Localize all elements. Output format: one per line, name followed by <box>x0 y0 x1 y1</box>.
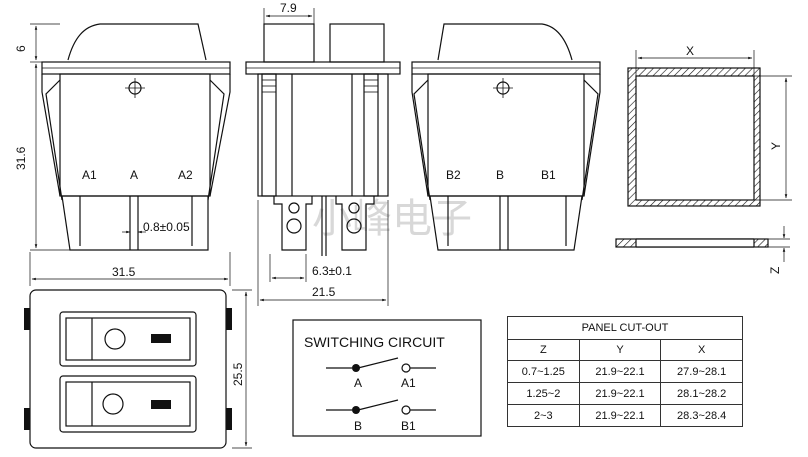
dim-25-5: 25.5 <box>231 362 245 386</box>
front-view: A1 A A2 0.8±0.05 <box>41 23 231 251</box>
switching-circuit: SWITCHING CIRCUIT A A1 B B1 <box>292 319 482 437</box>
side-view: 7.9 6.3±0.1 21.5 <box>245 1 401 306</box>
rear-view: B2 B B1 <box>411 23 601 251</box>
dim-7-9: 7.9 <box>280 1 297 15</box>
terminal-label-b: B <box>496 168 504 182</box>
dim-6: 6 <box>14 45 28 52</box>
circuit-label-a: A <box>354 376 362 390</box>
table-title: PANEL CUT-OUT <box>507 316 743 340</box>
dim-x: X <box>686 44 694 58</box>
table-row: 1.25~2 21.9~22.1 28.1~28.2 <box>507 382 743 405</box>
dim-z: Z <box>768 267 782 274</box>
table-cell: 27.9~28.1 <box>660 360 743 383</box>
dim-0-8: 0.8±0.05 <box>143 220 190 234</box>
terminal-label-a: A <box>130 168 138 182</box>
panel-cutout-view: X Y Z <box>615 44 792 274</box>
table-cell: 21.9~22.1 <box>578 360 662 383</box>
table-row: 0.7~1.25 21.9~22.1 27.9~28.1 <box>507 360 743 383</box>
circuit-label-a1: A1 <box>401 376 416 390</box>
table-cell: 21.9~22.1 <box>578 382 662 405</box>
table-cell: 21.9~22.1 <box>578 404 662 427</box>
table-header-x: X <box>660 339 743 361</box>
terminal-label-b2: B2 <box>446 168 461 182</box>
front-dimensions: 6 31.6 31.5 <box>14 23 231 286</box>
table-header-z: Z <box>507 339 580 361</box>
circuit-label-b1: B1 <box>401 419 416 433</box>
dim-6-3: 6.3±0.1 <box>312 264 352 278</box>
dim-y: Y <box>769 142 783 150</box>
circuit-label-b: B <box>354 419 362 433</box>
dim-31-6: 31.6 <box>14 146 28 170</box>
terminal-label-a1: A1 <box>82 168 97 182</box>
table-cell: 2~3 <box>507 404 580 427</box>
table-header-y: Y <box>578 339 662 361</box>
table-cell: 28.1~28.2 <box>660 382 743 405</box>
table-cell: 0.7~1.25 <box>507 360 580 383</box>
panel-cutout-table: PANEL CUT-OUT Z Y X 0.7~1.25 21.9~22.1 2… <box>507 316 743 427</box>
table-cell: 1.25~2 <box>507 382 580 405</box>
plan-view: 25.5 <box>24 289 252 449</box>
dim-31-5: 31.5 <box>112 265 136 279</box>
table-row: 2~3 21.9~22.1 28.3~28.4 <box>507 404 743 427</box>
table-cell: 28.3~28.4 <box>660 404 743 427</box>
terminal-label-b1: B1 <box>541 168 556 182</box>
terminal-label-a2: A2 <box>178 168 193 182</box>
dim-21-5: 21.5 <box>312 285 336 299</box>
circuit-title: SWITCHING CIRCUIT <box>304 334 445 350</box>
